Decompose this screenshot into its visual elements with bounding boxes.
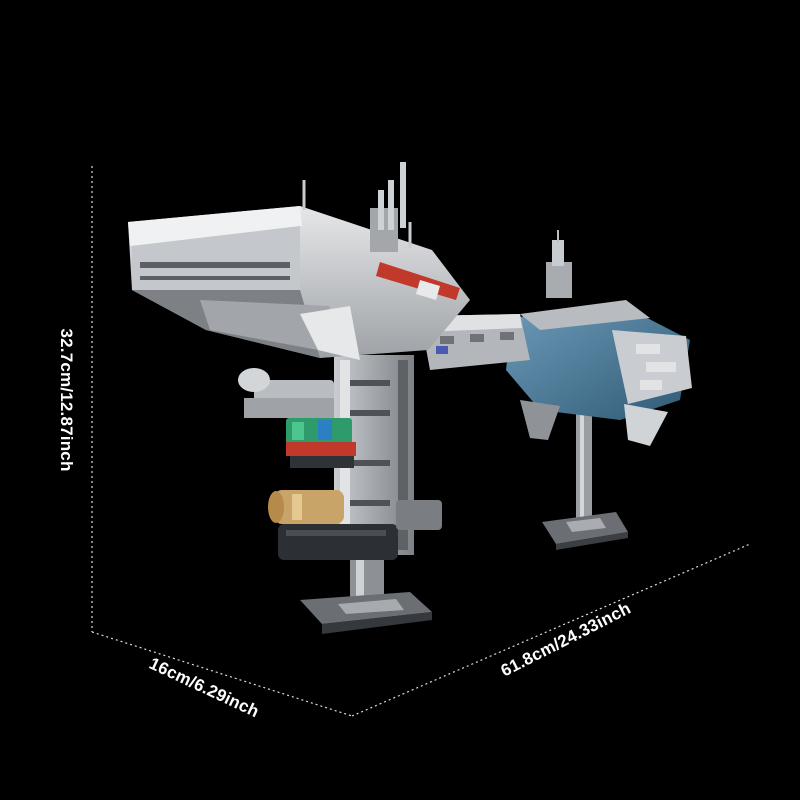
height-dimension-label: 32.7cm/12.87inch xyxy=(57,328,76,472)
ship-front-hull xyxy=(128,162,470,360)
length-guide-line xyxy=(351,543,751,717)
front-display-stand xyxy=(300,540,432,634)
depth-guide-line xyxy=(91,631,353,717)
ship-rear-hull xyxy=(506,230,692,446)
rear-display-stand xyxy=(542,406,628,550)
dimension-guides xyxy=(91,166,751,717)
ship-tower xyxy=(238,355,442,560)
